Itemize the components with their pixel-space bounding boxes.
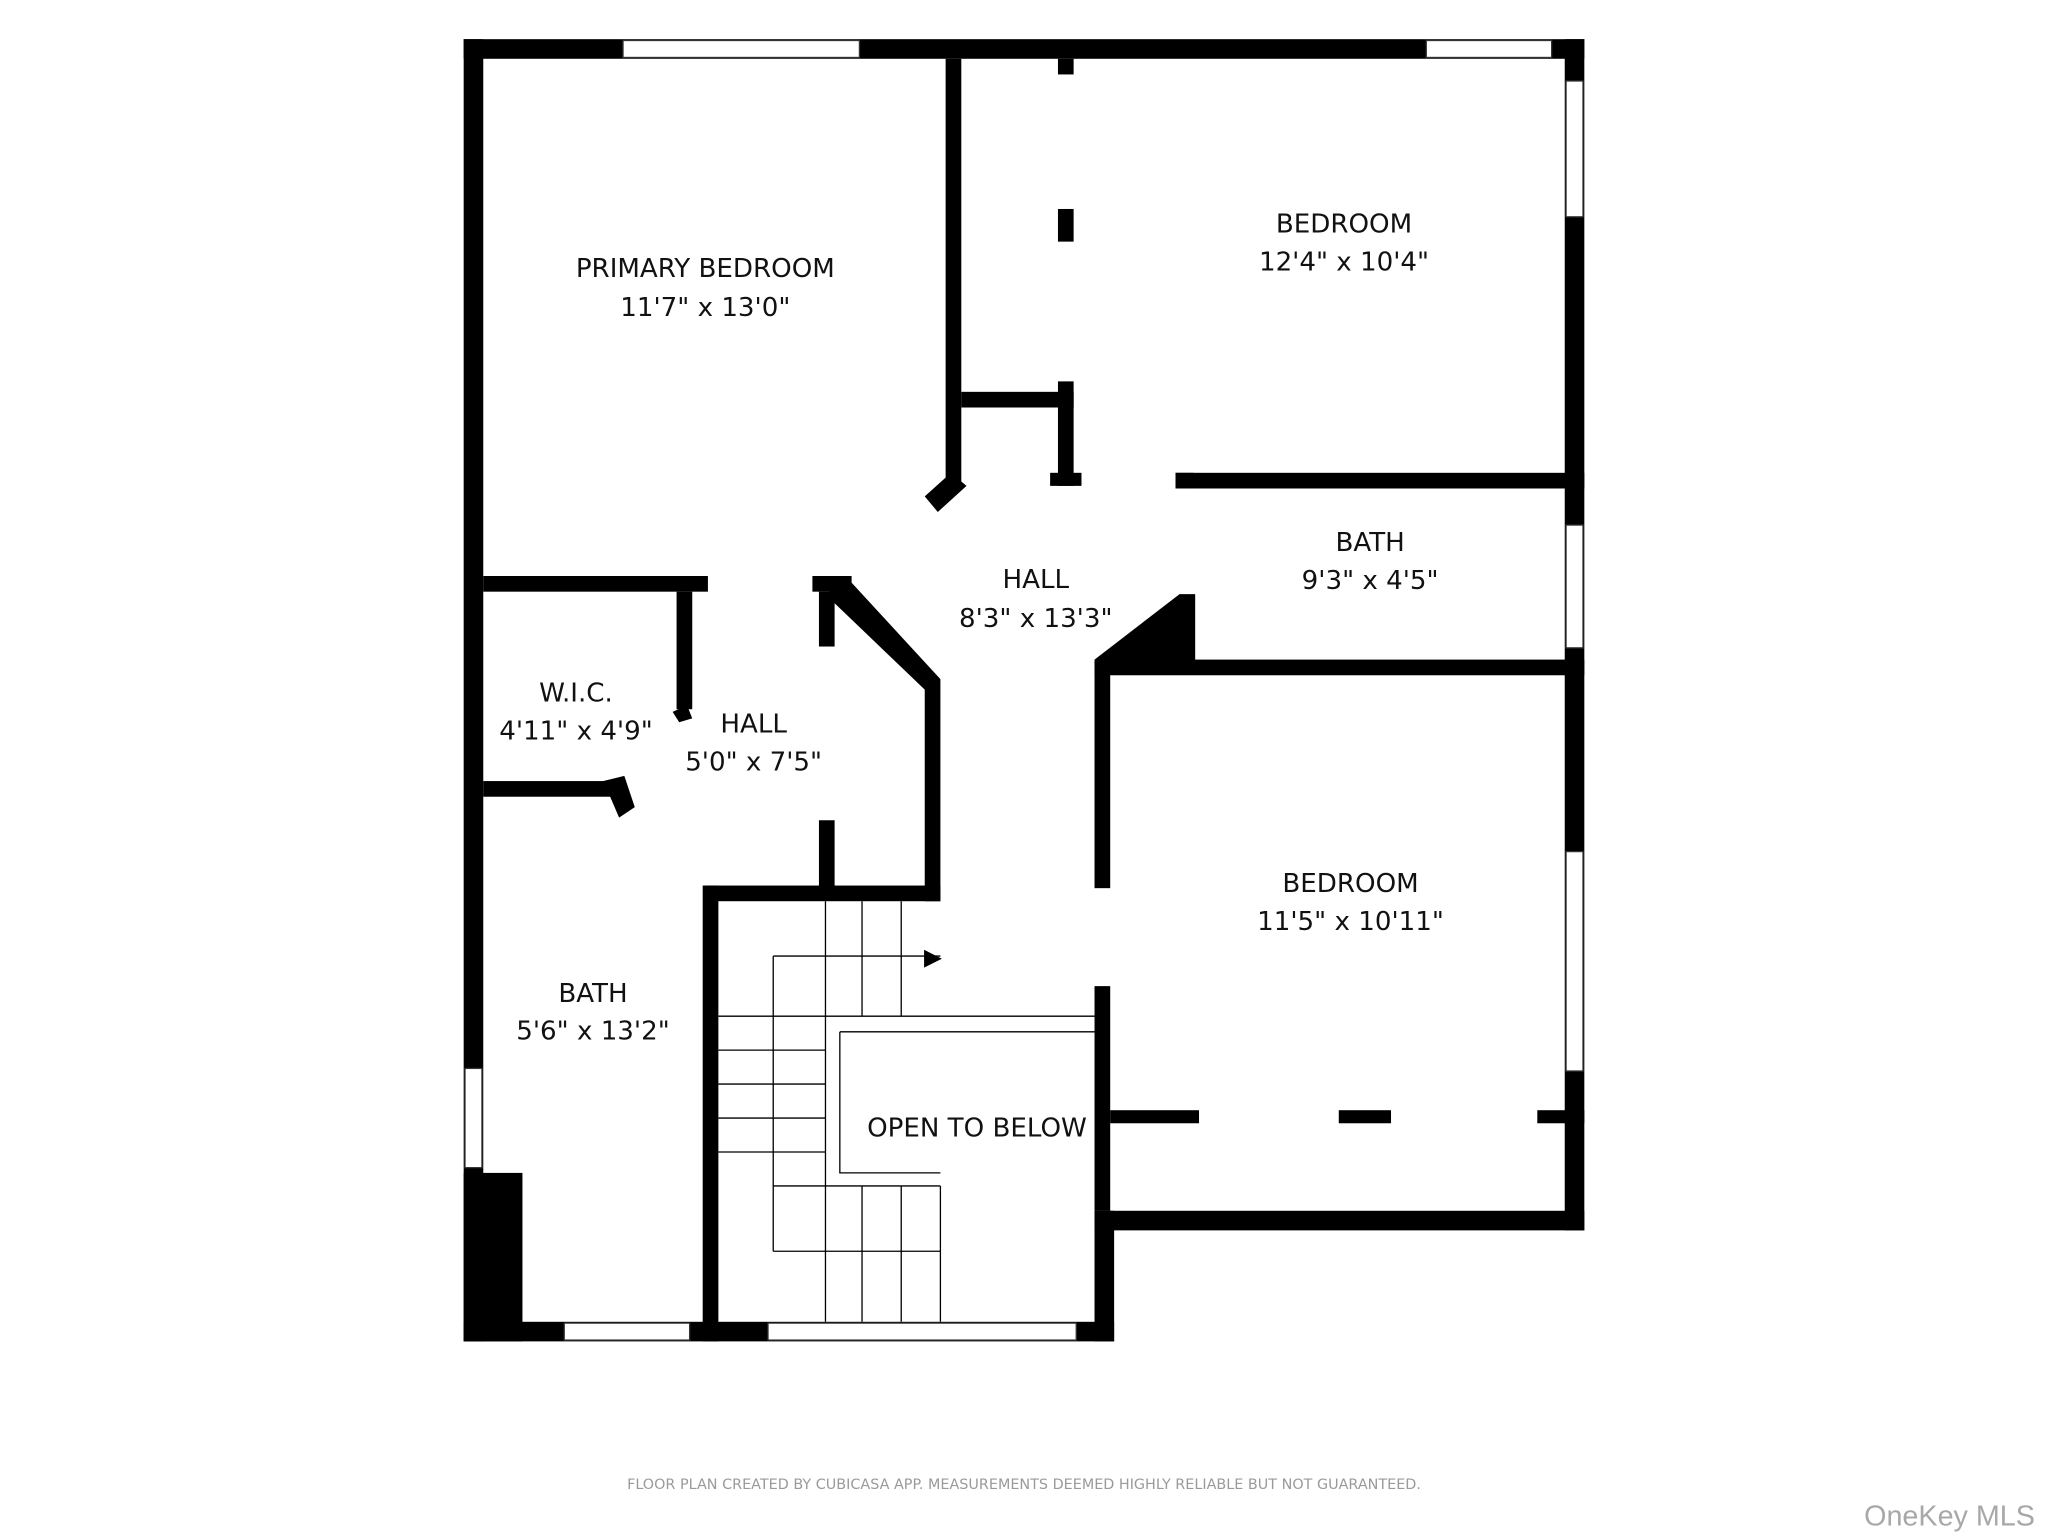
- room-name-wic: W.I.C.: [539, 678, 613, 708]
- room-dims-bedroom-1: 12'4" x 10'4": [1259, 247, 1429, 277]
- room-name-open-to-below: OPEN TO BELOW: [867, 1113, 1087, 1143]
- room-dims-hall-small: 5'0" x 7'5": [685, 748, 822, 778]
- walls: [463, 39, 1585, 1342]
- room-dims-bath-large: 5'6" x 13'2": [516, 1017, 669, 1047]
- watermark-logo: OneKey MLS: [1864, 1501, 2035, 1533]
- footer-disclaimer: FLOOR PLAN CREATED BY CUBICASA APP. MEAS…: [627, 1477, 1421, 1493]
- room-dims-bath-small: 9'3" x 4'5": [1302, 566, 1439, 596]
- room-name-hall-main: HALL: [1002, 565, 1069, 595]
- room-labels: PRIMARY BEDROOM 11'7" x 13'0" BEDROOM 12…: [499, 209, 1444, 1143]
- room-name-hall-small: HALL: [720, 710, 787, 740]
- room-name-bath-large: BATH: [558, 979, 627, 1009]
- room-dims-wic: 4'11" x 4'9": [499, 716, 652, 746]
- room-dims-hall-main: 8'3" x 13'3": [959, 604, 1112, 634]
- room-name-bath-small: BATH: [1335, 528, 1404, 558]
- stairs: [718, 901, 1095, 1322]
- room-name-bedroom-2: BEDROOM: [1282, 869, 1418, 899]
- room-name-bedroom-1: BEDROOM: [1276, 209, 1412, 239]
- room-dims-primary-bedroom: 11'7" x 13'0": [620, 293, 790, 323]
- room-dims-bedroom-2: 11'5" x 10'11": [1257, 907, 1444, 937]
- room-name-primary-bedroom: PRIMARY BEDROOM: [576, 254, 835, 284]
- windows: [464, 39, 1584, 1341]
